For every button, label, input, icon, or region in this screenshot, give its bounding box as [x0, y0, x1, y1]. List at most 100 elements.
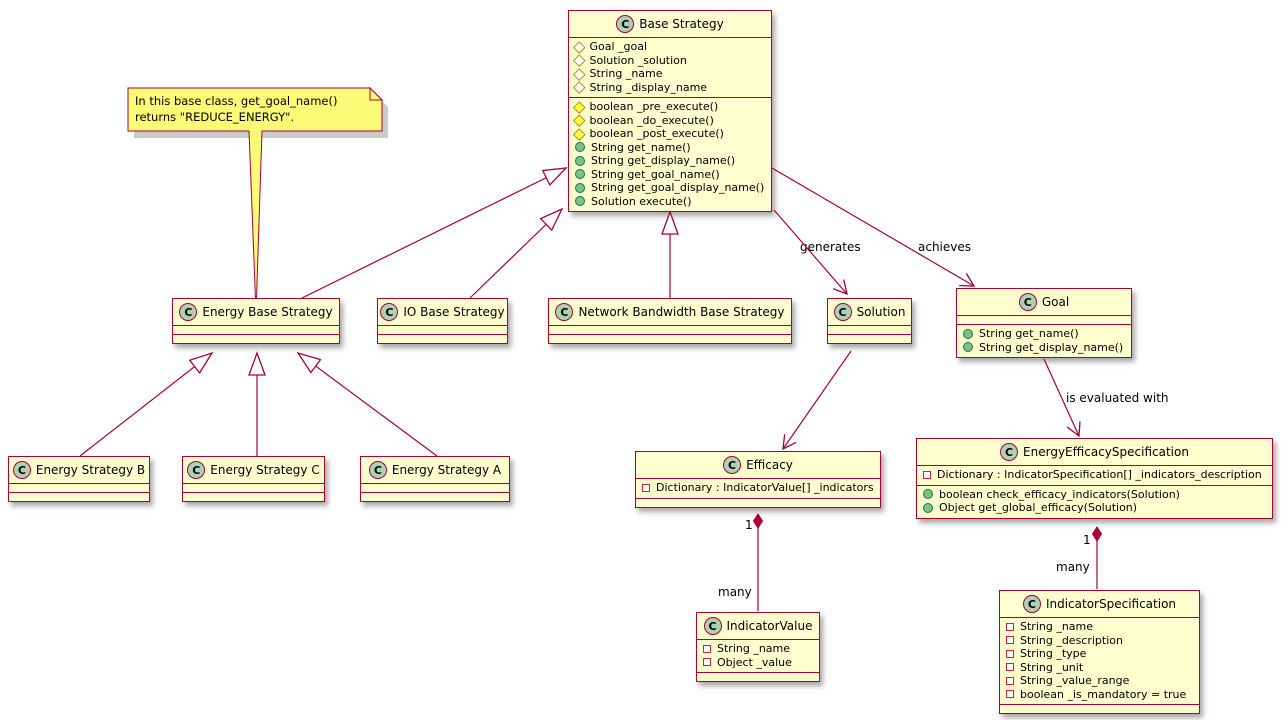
class-energy-strategy-a: C Energy Strategy A: [360, 456, 510, 502]
field-row: String _type: [1000, 647, 1199, 661]
protected-field-icon: [573, 40, 586, 53]
edge-label-multiplicity-many: many: [718, 585, 752, 599]
edge-label-is-evaluated-with: is evaluated with: [1066, 391, 1169, 405]
methods-section: [636, 497, 880, 507]
class-title: C IndicatorValue: [697, 613, 819, 639]
protected-method-icon: [573, 127, 586, 140]
class-title: C Network Bandwidth Base Strategy: [549, 299, 791, 325]
class-title: C IO Base Strategy: [378, 299, 507, 325]
methods-section: String get_name() String get_display_nam…: [957, 324, 1131, 357]
class-title: C EnergyEfficacySpecification: [917, 439, 1272, 465]
edge-label-multiplicity-one: 1: [1083, 533, 1091, 547]
field-text: boolean _is_mandatory = true: [1020, 687, 1187, 701]
fields-section: [957, 315, 1131, 324]
public-method-icon: [575, 196, 585, 207]
public-method-icon: [575, 169, 585, 180]
class-base-strategy: C Base Strategy Goal _goal Solution _sol…: [568, 10, 772, 212]
method-row: boolean _do_execute(): [569, 114, 771, 128]
method-text: boolean _do_execute(): [589, 113, 714, 127]
public-method-icon: [963, 328, 973, 339]
field-row: String _name: [1000, 620, 1199, 634]
class-stereotype-icon: C: [12, 461, 31, 479]
class-title: C Efficacy: [636, 452, 880, 478]
class-title: C Base Strategy: [569, 11, 771, 37]
private-field-icon: [1006, 636, 1014, 645]
field-row: String _description: [1000, 634, 1199, 648]
method-text: String get_name(): [979, 327, 1079, 340]
class-title: C Energy Strategy A: [361, 457, 509, 483]
fields-section: String _name String _description String …: [1000, 617, 1199, 704]
class-solution: C Solution: [827, 298, 912, 344]
field-row: String _display_name: [569, 81, 771, 95]
private-field-icon: [1006, 663, 1014, 672]
fields-section: [183, 483, 324, 492]
field-row: Goal _goal: [569, 40, 771, 54]
field-text: String _name: [1020, 620, 1094, 633]
class-title: C Energy Strategy C: [183, 457, 324, 483]
method-text: Object get_global_efficacy(Solution): [939, 501, 1138, 514]
method-row: Object get_global_efficacy(Solution): [917, 501, 1272, 515]
method-row: String get_name(): [957, 327, 1131, 341]
method-row: boolean _post_execute(): [569, 127, 771, 141]
method-row: boolean _pre_execute(): [569, 100, 771, 114]
method-text: boolean _pre_execute(): [589, 100, 719, 113]
class-io-base-strategy: C IO Base Strategy: [377, 298, 508, 344]
class-title: C Energy Strategy B: [9, 457, 149, 483]
method-row: String get_display_name(): [569, 154, 771, 168]
methods-section: boolean check_efficacy_indicators(Soluti…: [917, 484, 1272, 518]
method-text: boolean check_efficacy_indicators(Soluti…: [939, 487, 1180, 501]
class-title: C Solution: [828, 299, 911, 325]
protected-method-icon: [573, 114, 586, 127]
class-title: C Energy Base Strategy: [173, 299, 339, 325]
method-text: String get_name(): [591, 140, 691, 154]
class-title-text: Network Bandwidth Base Strategy: [578, 305, 785, 319]
field-text: String _unit: [1020, 660, 1084, 674]
class-title: C Goal: [957, 289, 1131, 315]
class-energy-efficacy-specification: C EnergyEfficacySpecification Dictionary…: [916, 438, 1273, 519]
class-indicator-specification: C IndicatorSpecification String _name St…: [999, 590, 1200, 714]
method-text: Solution execute(): [591, 194, 692, 208]
fields-section: [9, 483, 149, 492]
field-row: Solution _solution: [569, 54, 771, 68]
protected-field-icon: [573, 81, 586, 94]
fields-section: Dictionary : IndicatorValue[] _indicator…: [636, 478, 880, 498]
method-text: String get_display_name(): [591, 154, 736, 167]
public-method-icon: [575, 182, 585, 193]
field-text: Solution _solution: [589, 53, 687, 67]
protected-method-icon: [573, 100, 586, 113]
fields-section: [828, 325, 911, 334]
private-field-icon: [1006, 622, 1014, 631]
private-field-icon: [703, 644, 711, 653]
method-text: boolean _post_execute(): [589, 127, 724, 140]
class-title-text: Energy Strategy B: [35, 463, 146, 477]
method-row: boolean check_efficacy_indicators(Soluti…: [917, 488, 1272, 502]
class-stereotype-icon: C: [1022, 595, 1041, 613]
methods-section: [1000, 704, 1199, 713]
public-method-icon: [575, 155, 585, 166]
methods-section: [549, 334, 791, 343]
class-title-text: IndicatorValue: [726, 619, 813, 633]
fields-section: [378, 325, 507, 334]
methods-section: boolean _pre_execute() boolean _do_execu…: [569, 97, 771, 211]
method-row: String get_goal_name(): [569, 168, 771, 182]
class-title-text: Efficacy: [746, 458, 793, 472]
class-title-text: Solution: [856, 305, 906, 319]
methods-section: [828, 334, 911, 343]
fields-section: [361, 483, 509, 492]
method-row: String get_display_name(): [957, 341, 1131, 355]
public-method-icon: [963, 342, 973, 353]
class-energy-strategy-b: C Energy Strategy B: [8, 456, 150, 502]
class-title-text: EnergyEfficacySpecification: [1023, 445, 1189, 459]
public-method-icon: [923, 502, 933, 513]
class-stereotype-icon: C: [380, 303, 399, 321]
class-stereotype-icon: C: [723, 456, 742, 474]
methods-section: [9, 492, 149, 501]
protected-field-icon: [573, 54, 586, 67]
class-title-text: IndicatorSpecification: [1045, 597, 1177, 611]
private-field-icon: [703, 658, 711, 667]
method-row: Solution execute(): [569, 195, 771, 209]
private-field-icon: [923, 470, 931, 479]
public-method-icon: [923, 489, 933, 500]
field-text: String _description: [1020, 633, 1123, 647]
